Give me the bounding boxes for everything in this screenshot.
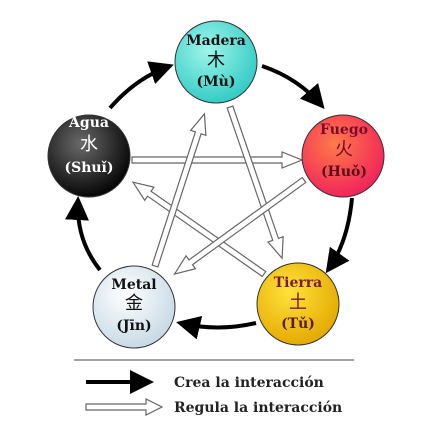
- node-agua: Agua 水 (Shuǐ): [47, 114, 131, 198]
- arrow-metal-to-agua: [65, 196, 102, 272]
- arrow-tierra-to-metal: [176, 315, 257, 340]
- hollow-arrow-madera-to-tierra: [226, 105, 284, 260]
- node-fuego-character: 火: [335, 139, 353, 160]
- node-metal-character: 金: [125, 293, 143, 314]
- node-madera-character: 木: [207, 50, 225, 71]
- legend: Crea la interacción Regula la interacció…: [74, 359, 354, 416]
- hollow-arrow-tierra-to-agua: [131, 181, 267, 278]
- node-tierra-character: 土: [289, 292, 307, 313]
- node-metal-name: Metal: [111, 277, 156, 293]
- hollow-arrow-agua-to-fuego: [131, 151, 304, 169]
- legend-regulates-arrow: [85, 398, 164, 416]
- node-metal: Metal 金 (Jīn): [92, 265, 176, 349]
- node-madera: Madera 木 (Mù): [174, 20, 258, 104]
- node-tierra-pinyin: (Tǔ): [281, 316, 315, 332]
- node-fuego-pinyin: (Huǒ): [321, 164, 367, 180]
- generating-cycle: [65, 61, 354, 340]
- legend-creates-label: Crea la interacción: [174, 375, 324, 391]
- node-metal-pinyin: (Jīn): [116, 318, 151, 334]
- arrow-madera-to-fuego: [261, 64, 325, 110]
- node-fuego: Fuego 火 (Huǒ): [301, 114, 385, 198]
- node-madera-name: Madera: [186, 33, 246, 49]
- node-fuego-name: Fuego: [320, 122, 368, 138]
- arrow-fuego-to-tierra: [325, 197, 354, 274]
- node-agua-name: Agua: [68, 115, 109, 131]
- hollow-arrow-metal-to-madera: [151, 112, 207, 268]
- hollow-arrow-fuego-to-metal: [173, 176, 307, 275]
- legend-regulates-label: Regula la interacción: [174, 400, 342, 416]
- node-tierra: Tierra 土 (Tǔ): [256, 262, 340, 346]
- node-tierra-name: Tierra: [274, 275, 322, 291]
- node-agua-character: 水: [80, 134, 98, 155]
- arrow-agua-to-madera: [108, 61, 174, 110]
- node-agua-pinyin: (Shuǐ): [64, 160, 113, 176]
- node-madera-pinyin: (Mù): [197, 74, 236, 90]
- regulating-cycle: [131, 105, 307, 278]
